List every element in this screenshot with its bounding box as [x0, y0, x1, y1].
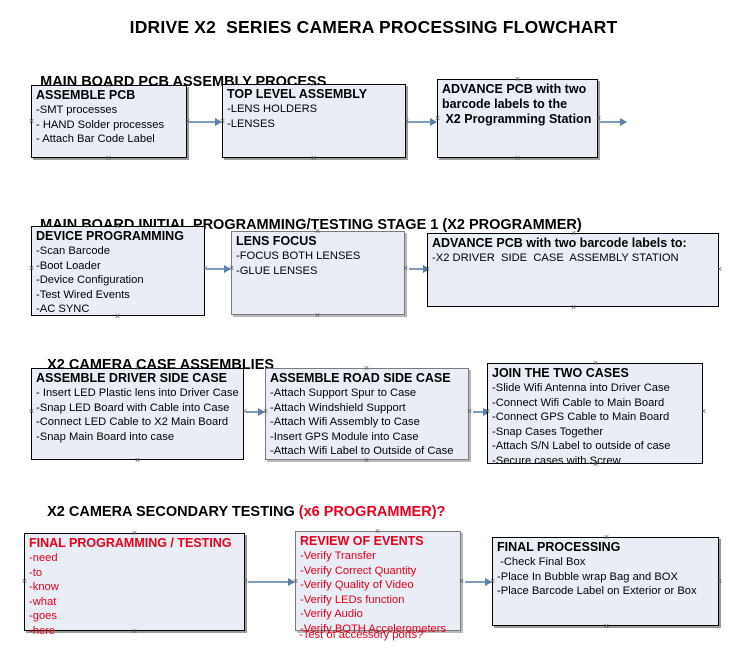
node-line: -Verify Transfer	[300, 550, 376, 562]
node-line: -goes	[29, 610, 57, 622]
node-overflow-line-review-of-events: -Test of accessory ports?	[299, 629, 424, 641]
node-line: -Attach S/N Label to outside of case	[492, 440, 671, 452]
connector-driver-side-to-road-side	[246, 408, 265, 416]
node-join-the-two-cases[interactable]: JOIN THE TWO CASES -Slide Wifi Antenna i…	[487, 363, 703, 467]
connector-final-programming-to-review-of-events	[248, 578, 295, 586]
node-lens-focus[interactable]: LENS FOCUS -FOCUS BOTH LENSES -GLUE LENS…	[231, 231, 405, 315]
node-line: -FOCUS BOTH LENSES	[236, 250, 361, 262]
node-assemble-road-side-case[interactable]: ASSEMBLE ROAD SIDE CASE -Attach Support …	[265, 368, 469, 460]
node-line: -need	[29, 552, 58, 564]
node-line: - Attach Bar Code Label	[36, 133, 155, 145]
node-line: -Attach Support Spur to Case	[270, 387, 417, 399]
node-line: -Scan Barcode	[36, 245, 111, 257]
node-line: -LENS HOLDERS	[227, 103, 318, 115]
node-line: -SMT processes	[36, 104, 118, 116]
node-assemble-driver-side-case[interactable]: ASSEMBLE DRIVER SIDE CASE - Insert LED P…	[31, 368, 244, 460]
node-line: -Attach Wifi Assembly to Case	[270, 416, 420, 428]
node-review-of-events[interactable]: REVIEW OF EVENTS -Verify Transfer -Verif…	[295, 531, 461, 635]
node-title: ADVANCE PCB with two	[442, 82, 587, 96]
node-line: -Secure cases with Screw	[492, 454, 621, 467]
node-line: -Verify Correct Quantity	[300, 564, 417, 577]
node-line: -Boot Loader	[36, 259, 101, 272]
node-line: -Place Barcode Label on Exterior or Box	[497, 585, 697, 597]
section-heading-accent: (x6 PROGRAMMER)?	[298, 504, 446, 520]
node-final-processing[interactable]: FINAL PROCESSING -Check Final Box -Place…	[492, 537, 719, 626]
connector-device-programming-to-lens-focus	[206, 265, 231, 273]
node-title-line-2: barcode labels to the	[442, 97, 568, 111]
node-line: -Connect Wifi Cable to Main Board	[492, 396, 665, 409]
node-line: -Check Final Box	[497, 556, 586, 568]
node-device-programming[interactable]: DEVICE PROGRAMMING -Scan Barcode -Boot L…	[31, 226, 205, 316]
connector-road-side-to-join-cases	[473, 408, 490, 416]
node-line: -GLUE LENSES	[236, 264, 318, 277]
node-line: -AC SYNC	[36, 303, 90, 315]
section-heading-x2-camera-secondary-testing: X2 CAMERA SECONDARY TESTING (x6 PROGRAMM…	[31, 488, 445, 536]
node-line: -know	[29, 581, 59, 593]
node-title-line-3: X2 Programming Station	[442, 112, 592, 126]
node-title: LENS FOCUS	[236, 234, 317, 248]
node-line: -Snap Main Board into case	[36, 430, 175, 443]
node-top-level-assembly[interactable]: TOP LEVEL ASSEMBLY -LENS HOLDERS -LENSES	[222, 84, 406, 158]
node-line: -Place In Bubble wrap Bag and BOX	[497, 570, 678, 583]
node-title: ASSEMBLE DRIVER SIDE CASE	[36, 371, 228, 385]
node-assemble-pcb[interactable]: ASSEMBLE PCB -SMT processes - HAND Solde…	[31, 85, 187, 158]
connector-assemble-pcb-to-top-level-assembly	[189, 118, 222, 126]
node-line: - HAND Solder processes	[36, 118, 165, 131]
node-line: -Attach Wifi Label to Outside of Case	[270, 445, 454, 457]
connector-lens-focus-to-advance-pcb	[409, 265, 430, 273]
node-title: FINAL PROCESSING	[497, 540, 621, 554]
connector-top-level-assembly-to-advance-pcb	[408, 118, 437, 126]
node-final-programming-testing[interactable]: FINAL PROGRAMMING / TESTING -need -to -k…	[24, 533, 245, 637]
node-line: -Connect GPS Cable to Main Board	[492, 411, 670, 423]
page-title: IDRIVE X2 SERIES CAMERA PROCESSING FLOWC…	[129, 17, 618, 37]
node-line: -X2 DRIVER SIDE CASE ASSEMBLY STATION	[432, 252, 679, 264]
node-line: -Test Wired Events	[36, 288, 130, 301]
node-title: ADVANCE PCB with two barcode labels to:	[432, 236, 687, 250]
node-advance-pcb-programming-station[interactable]: ADVANCE PCB with two barcode labels to t…	[437, 79, 598, 158]
node-line: -Verify BOTH Accelerometers	[300, 622, 447, 635]
node-title: JOIN THE TWO CASES	[492, 366, 629, 380]
node-line: -Slide Wifi Antenna into Driver Case	[492, 382, 670, 394]
connector-review-of-events-to-final-processing	[465, 578, 492, 586]
node-line: -Snap Cases Together	[492, 425, 604, 438]
node-line: -what	[29, 595, 57, 608]
node-title: ASSEMBLE ROAD SIDE CASE	[270, 371, 451, 385]
node-line: -Verify Audio	[300, 608, 363, 620]
node-title: TOP LEVEL ASSEMBLY	[227, 87, 368, 101]
node-line: -here	[29, 624, 56, 637]
section-heading-text: X2 CAMERA SECONDARY TESTING	[47, 504, 299, 520]
node-line: -LENSES	[227, 117, 275, 130]
node-title: DEVICE PROGRAMMING	[36, 229, 184, 243]
node-line: -Verify Quality of Video	[300, 579, 414, 591]
node-title: FINAL PROGRAMMING / TESTING	[29, 536, 232, 550]
node-advance-pcb-driver-side-station[interactable]: ADVANCE PCB with two barcode labels to: …	[427, 233, 719, 307]
node-line: - Insert LED Plastic lens into Driver Ca…	[36, 387, 239, 399]
node-line: -Snap LED Board with Cable into Case	[36, 401, 230, 414]
node-line: -Device Configuration	[36, 274, 144, 286]
node-line: -Attach Windshield Support	[270, 401, 406, 414]
node-title: ASSEMBLE PCB	[36, 88, 136, 102]
node-title: REVIEW OF EVENTS	[300, 534, 424, 548]
node-line: -Verify LEDs function	[300, 593, 405, 606]
connector-stub-right	[600, 118, 627, 126]
node-line: -Insert GPS Module into Case	[270, 430, 419, 443]
node-line: -Connect LED Cable to X2 Main Board	[36, 416, 229, 428]
node-line: -to	[29, 566, 43, 579]
